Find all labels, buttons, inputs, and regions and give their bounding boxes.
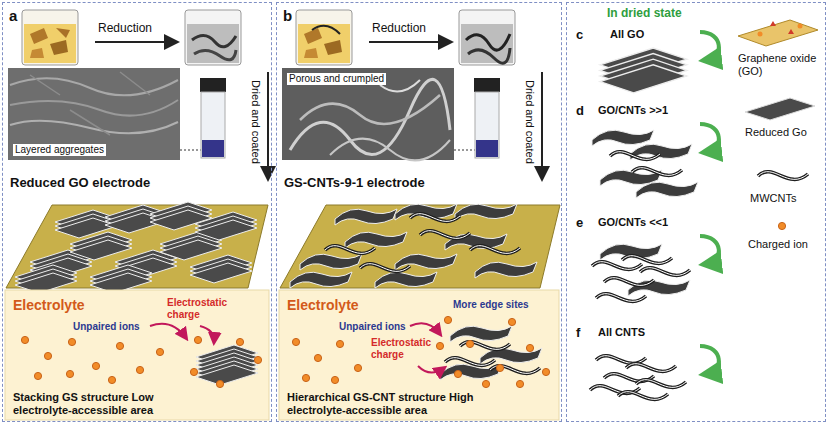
panel: In dried state <box>566 2 826 422</box>
case-label: GO/CNTs <<1 <box>598 216 668 229</box>
charge-label: Electrostatic charge <box>167 297 231 320</box>
structure-note: Stacking GS structure Low electrolyte-ac… <box>13 391 213 416</box>
structure-note: Hierarchical GS-CNT structure High elect… <box>287 391 527 416</box>
panel-letter: f <box>576 326 580 341</box>
edge-label: More edge sites <box>453 299 529 311</box>
case-label: All CNTS <box>598 326 645 339</box>
region-title: Electrolyte <box>287 297 359 313</box>
sem-image: Layered aggregates <box>9 69 181 161</box>
image-caption: Layered aggregates <box>13 144 106 156</box>
sem-image: Porous and crumpled <box>283 69 455 161</box>
electrode-title: Reduced GO electrode <box>10 176 150 191</box>
ion-label: Unpaired ions <box>339 321 406 333</box>
panel: bPorous and crumpledElectrolyteUnpaired … <box>276 2 562 422</box>
step-label: Reduction <box>98 22 152 36</box>
image-caption: Porous and crumpled <box>287 73 386 85</box>
ion-label: Unpaired ions <box>73 321 140 333</box>
panel-letter: a <box>9 7 17 24</box>
section-title: In dried state <box>607 7 682 21</box>
step-label: Dried and coated <box>523 80 536 164</box>
legend-text: Charged ion <box>748 238 808 251</box>
legend-text: MWCNTs <box>750 192 796 205</box>
legend-text: Graphene oxide (GO) <box>738 52 824 77</box>
panel-letter: e <box>576 216 583 231</box>
panel-letter: b <box>283 7 292 24</box>
panel-letter: c <box>576 28 583 43</box>
charge-label: Electrostatic charge <box>371 337 435 360</box>
electrolyte-box: ElectrolyteUnpaired ions Electrostatic ch… <box>6 291 270 421</box>
electrode-title: GS-CNTs-9-1 electrode <box>284 176 425 191</box>
step-label: Reduction <box>372 22 426 36</box>
panel: aLayered aggregatesElectrolyteUnpaired i… <box>2 2 272 422</box>
legend-text: Reduced Go <box>745 126 807 139</box>
case-label: All GO <box>610 28 644 41</box>
case-label: GO/CNTs >>1 <box>598 104 668 117</box>
panel-letter: d <box>576 104 584 119</box>
electrolyte-box: ElectrolyteUnpaired ionsElectrostatic ch… <box>280 291 560 421</box>
step-label: Dried and coated <box>249 80 262 164</box>
region-title: Electrolyte <box>13 297 85 313</box>
